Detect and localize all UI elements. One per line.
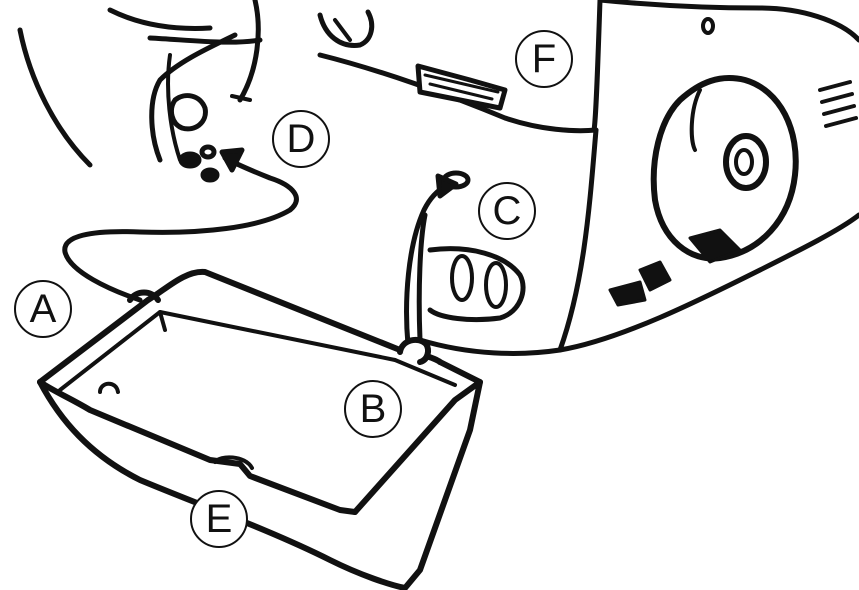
callout-b: B <box>344 380 402 438</box>
cable <box>62 147 299 303</box>
callout-e: E <box>190 490 248 548</box>
callout-d-text: D <box>286 117 316 161</box>
callout-b-text: B <box>359 387 387 431</box>
callout-c: C <box>478 182 536 240</box>
callout-a: A <box>14 280 72 338</box>
callout-f: F <box>515 30 573 88</box>
handwheel <box>608 17 858 307</box>
needle-area <box>17 0 375 183</box>
machine-body <box>317 0 859 356</box>
f-tab <box>415 63 508 111</box>
accessory-tray <box>37 268 483 590</box>
arrow-b-to-c <box>404 173 459 348</box>
callout-e-text: E <box>205 497 233 541</box>
callout-a-text: A <box>29 287 57 331</box>
callout-c-text: C <box>492 189 522 233</box>
callout-f-text: F <box>531 37 557 81</box>
callout-d: D <box>272 110 330 168</box>
